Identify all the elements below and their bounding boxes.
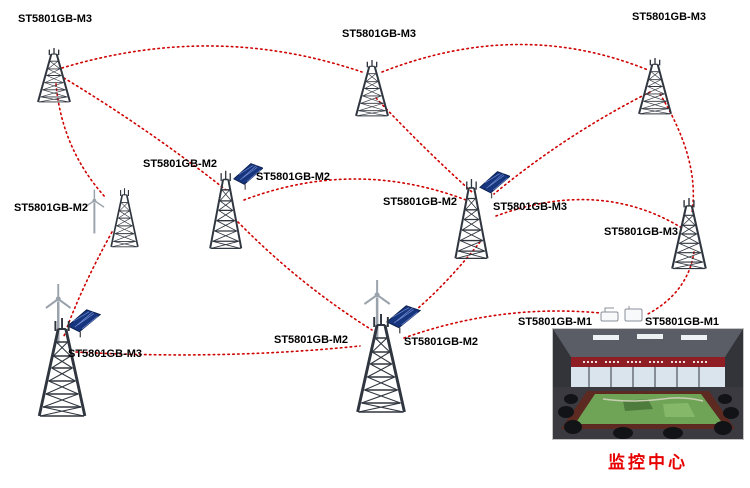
node-label: ST5801GB-M2 bbox=[256, 171, 330, 183]
tower-bottom-left bbox=[24, 282, 102, 418]
tower-bottom-center bbox=[342, 278, 422, 414]
monitoring-center-photo bbox=[552, 328, 744, 440]
tower-center bbox=[448, 168, 510, 260]
ceiling-light bbox=[681, 335, 707, 340]
node-label: ST5801GB-M3 bbox=[342, 28, 416, 40]
node-label: ST5801GB-M3 bbox=[604, 226, 678, 238]
node-label: ST5801GB-M1 bbox=[518, 316, 592, 328]
node-label: ST5801GB-M3 bbox=[68, 348, 142, 360]
node-label: ST5801GB-M3 bbox=[493, 201, 567, 213]
ceiling-light bbox=[637, 334, 663, 339]
wireless-link bbox=[647, 251, 695, 315]
node-label: ST5801GB-M2 bbox=[143, 158, 217, 170]
wireless-link bbox=[63, 77, 227, 191]
ceiling-light bbox=[593, 335, 619, 340]
wireless-link bbox=[237, 221, 373, 331]
wireless-link bbox=[243, 178, 467, 201]
node-label: ST5801GB-M1 bbox=[645, 316, 719, 328]
wireless-link bbox=[75, 345, 361, 356]
tower-left bbox=[78, 178, 142, 248]
monitoring-center-caption: 监控中心 bbox=[608, 453, 688, 472]
node-label: ST5801GB-M2 bbox=[383, 196, 457, 208]
node-label: ST5801GB-M3 bbox=[18, 13, 92, 25]
chairs bbox=[558, 394, 739, 439]
tower-top-left bbox=[34, 48, 74, 103]
relay-devices bbox=[600, 306, 644, 324]
wireless-link bbox=[61, 45, 363, 73]
wireless-link bbox=[495, 198, 683, 229]
wireless-link bbox=[493, 91, 651, 195]
node-label: ST5801GB-M2 bbox=[14, 202, 88, 214]
node-label: ST5801GB-M2 bbox=[274, 334, 348, 346]
node-label: ST5801GB-M3 bbox=[632, 11, 706, 23]
tower-right bbox=[668, 198, 710, 270]
ceiling bbox=[553, 329, 743, 357]
wireless-link bbox=[403, 310, 611, 339]
node-label: ST5801GB-M2 bbox=[404, 336, 478, 348]
tower-top-right bbox=[635, 58, 675, 115]
windows bbox=[571, 367, 725, 387]
tower-top-middle bbox=[352, 60, 392, 117]
wall-banner bbox=[571, 357, 725, 367]
monitoring-room-illustration bbox=[553, 329, 743, 439]
wireless-link bbox=[381, 43, 649, 73]
tower-mid-left bbox=[203, 160, 263, 250]
